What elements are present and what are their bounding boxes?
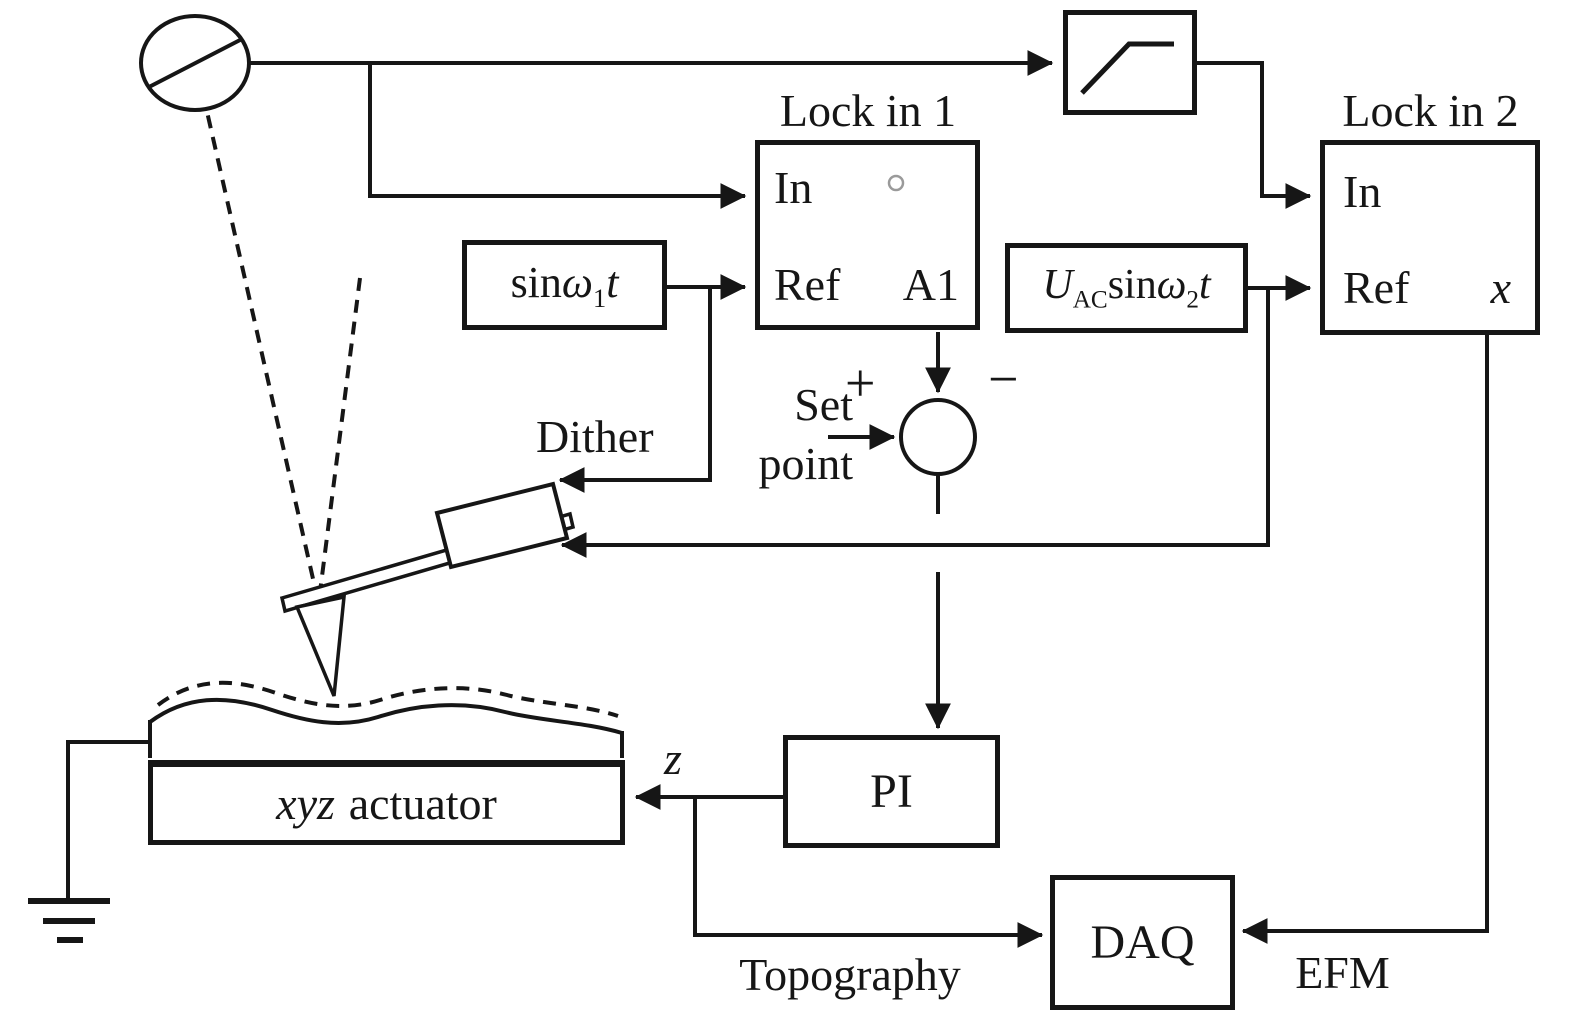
low-pass-filter-symbol: [1080, 41, 1174, 95]
lockin2-ref-label: Ref: [1343, 262, 1410, 313]
lockin2-title: Lock in 2: [1342, 85, 1519, 136]
daq-label: DAQ: [1090, 916, 1195, 969]
lockin1-out-label: A1: [902, 259, 959, 310]
wire-dither-to-cantilever: [558, 287, 712, 493]
sine2-box: UACsinω2t: [1005, 243, 1248, 333]
pi-controller-box: PI: [783, 735, 1000, 848]
lockin2-in-label: In: [1343, 166, 1382, 217]
probe-tip: [294, 594, 346, 697]
lockin2-box: In Ref x: [1320, 140, 1540, 335]
setpoint-label: Set point: [758, 379, 853, 489]
lockin1-box: In Ref A1: [755, 140, 980, 330]
wire-detector-to-lockin1-in: [368, 63, 747, 209]
z-signal-label: z: [664, 733, 682, 784]
lockin1-ref-label: Ref: [774, 259, 841, 310]
summing-junction-symbol: [899, 398, 977, 476]
sine2-label: UACsinω2t: [1042, 262, 1211, 314]
topography-label: Topography: [739, 949, 961, 1000]
laser-beam-reflected: [318, 277, 362, 593]
lockin2-out-label: x: [1490, 262, 1511, 313]
lockin1-title: Lock in 1: [779, 85, 957, 136]
sample-surface-solid: [148, 697, 623, 735]
wire-lockin2-to-daq: [1241, 335, 1489, 944]
minus-sign: −: [988, 349, 1019, 409]
pi-label: PI: [870, 765, 913, 818]
small-circle-mark: [887, 174, 905, 192]
efm-label: EFM: [1295, 947, 1390, 998]
dither-label: Dither: [536, 411, 654, 462]
wire-filter-to-lockin2-in: [1197, 61, 1312, 209]
filter-box: [1063, 10, 1197, 115]
cantilever-chip: [434, 481, 570, 570]
photodetector-split-line: [148, 37, 243, 89]
daq-box: DAQ: [1050, 875, 1235, 1010]
wire-uac-to-cantilever: [560, 288, 1270, 558]
laser-beam-incident: [201, 93, 318, 593]
plus-sign: +: [845, 353, 876, 413]
ground-wire: [66, 740, 150, 898]
sine1-box: sinω1t: [462, 240, 667, 330]
wire-topography-to-daq: [693, 797, 1044, 948]
lockin1-in-label: In: [774, 162, 813, 213]
sine1-label: sinω1t: [510, 257, 619, 313]
sample-surface-dashed: [156, 680, 619, 718]
